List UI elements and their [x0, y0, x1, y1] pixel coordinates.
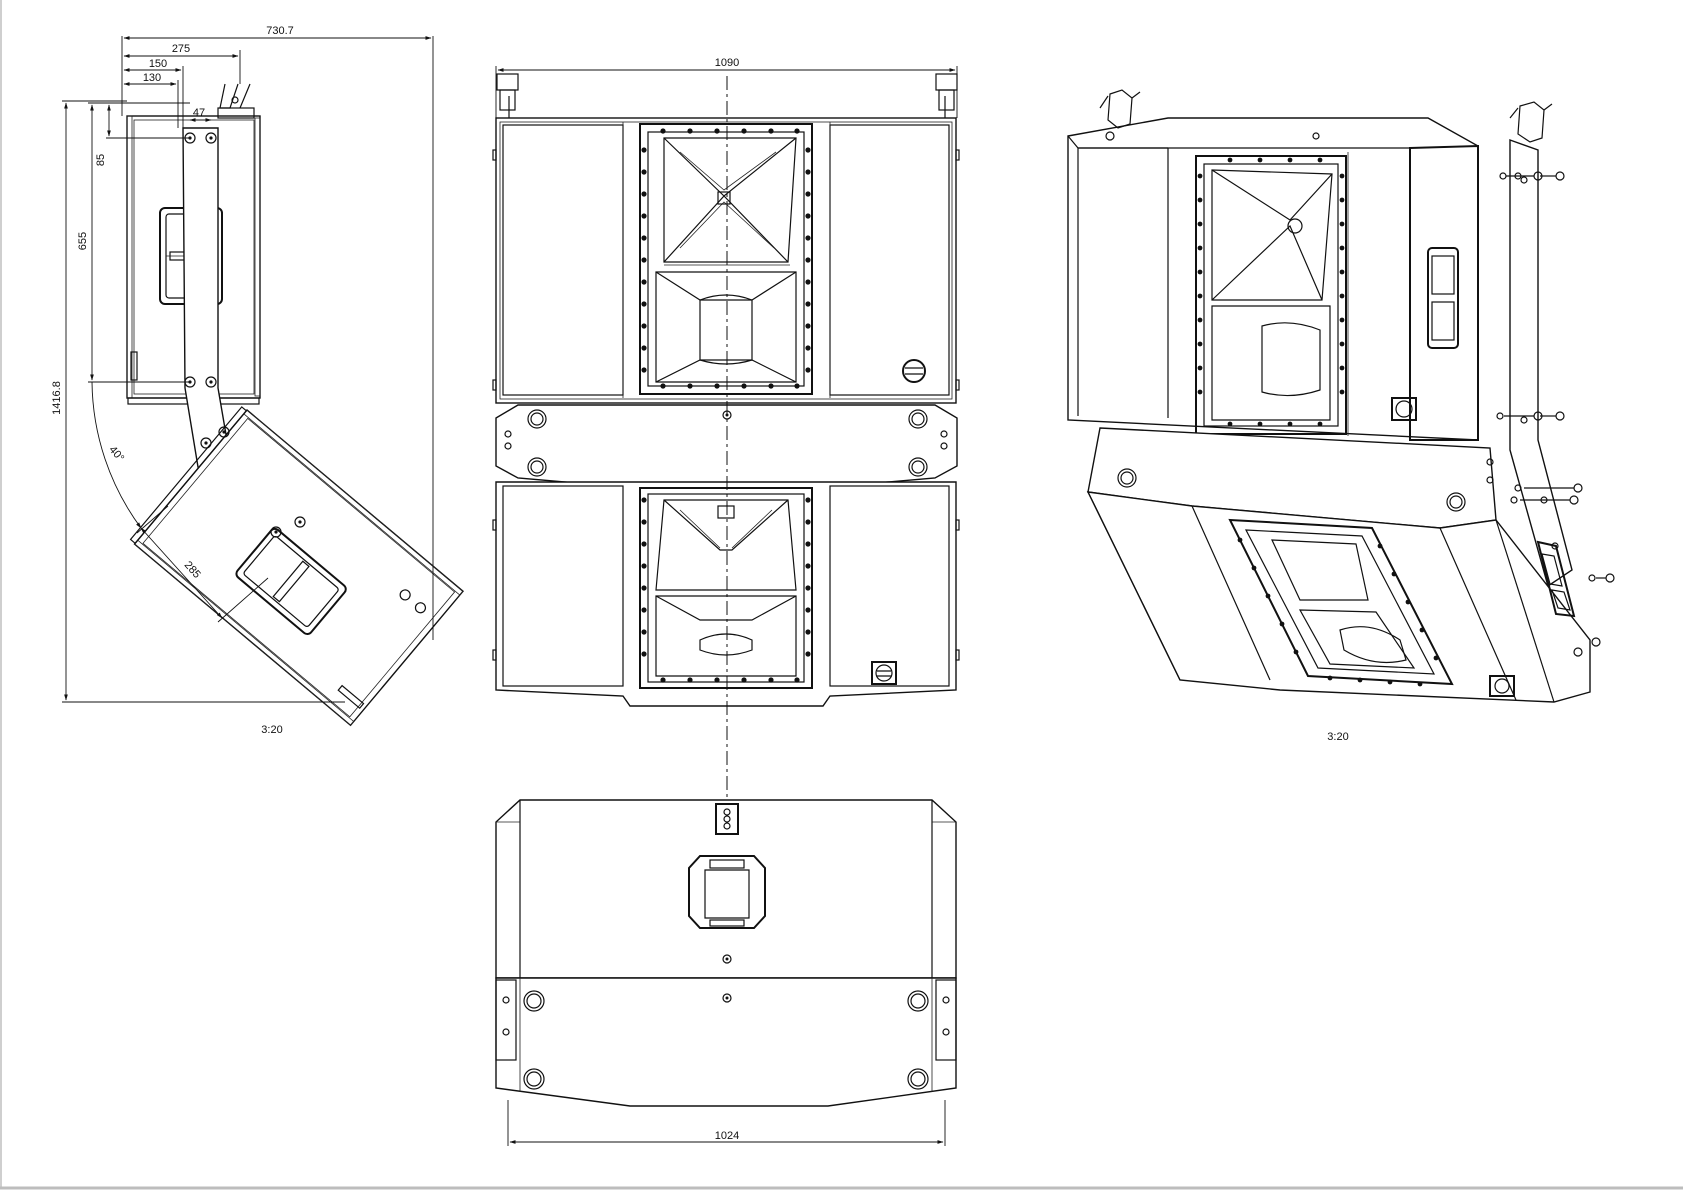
dim-top-width: 1090 — [715, 57, 739, 69]
iso-side-handle — [1427, 247, 1459, 349]
front-upper-horn — [639, 123, 813, 395]
iso-upper-bolts — [1197, 157, 1345, 427]
side-view-scale: 3:20 — [261, 724, 282, 736]
dim-overall-width: 730.7 — [266, 25, 294, 37]
front-lower-horn — [639, 487, 813, 689]
dim-width-47: 47 — [193, 107, 205, 119]
dim-width-150: 150 — [149, 58, 167, 70]
front-view: 1090 — [492, 57, 960, 707]
dim-overall-height: 1416.8 — [51, 381, 63, 415]
front-lower-bolts — [641, 497, 811, 683]
side-top-bracket — [217, 83, 255, 119]
front-upper-cabinet — [495, 117, 957, 404]
iso-lower-logo-icon — [1489, 675, 1515, 697]
iso-upper-horn — [1195, 155, 1347, 435]
iso-lower-handle — [1536, 540, 1576, 618]
iso-top-rigging — [1099, 89, 1553, 143]
iso-view-scale: 3:20 — [1327, 731, 1348, 743]
front-upper-bolts — [641, 128, 811, 389]
dim-width-130: 130 — [143, 72, 161, 84]
side-lower-handle — [235, 527, 347, 636]
bottom-dimensions: 1024 — [507, 1100, 946, 1146]
bottom-upper-body — [495, 799, 957, 979]
front-lower-logo-icon — [871, 661, 897, 685]
iso-lower-cabinet — [1086, 491, 1591, 703]
side-view: 730.7 275 150 130 47 85 655 — [51, 25, 465, 736]
side-dimensions: 730.7 275 150 130 47 85 655 — [51, 25, 434, 703]
dim-bottom-width: 1024 — [715, 1130, 739, 1142]
iso-upper-logo-icon — [1391, 397, 1417, 421]
iso-rigging-bar — [1509, 139, 1573, 588]
front-lower-cabinet — [495, 481, 957, 707]
iso-pins — [1496, 171, 1615, 583]
bottom-connector — [715, 803, 739, 835]
front-dimensions: 1090 — [495, 57, 958, 118]
bottom-view: 1024 — [495, 799, 957, 1146]
iso-upper-cabinet — [1067, 117, 1479, 441]
bottom-handle — [688, 855, 766, 929]
iso-view: 3:20 — [1067, 89, 1615, 743]
dim-height-655: 655 — [77, 232, 89, 250]
dim-angle: 40° — [106, 444, 126, 464]
iso-lower-bolts — [1237, 537, 1439, 687]
dim-height-85: 85 — [95, 154, 107, 166]
dim-width-275: 275 — [172, 43, 190, 55]
bottom-lower-plate — [495, 977, 957, 1107]
front-upper-logo-icon — [902, 359, 926, 383]
